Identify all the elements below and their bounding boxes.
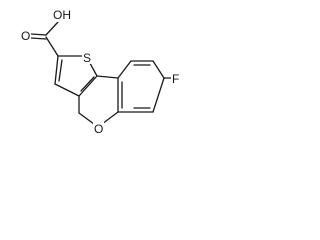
bond-c2-c3 bbox=[54, 55, 59, 85]
hydroxyl-label: OH bbox=[53, 8, 71, 22]
thiophene-ring bbox=[54, 55, 98, 97]
bond-c-o-double-1 bbox=[30, 33, 47, 36]
pyran-ring bbox=[78, 75, 119, 128]
bond-c9a-c9 bbox=[117, 60, 132, 79]
sulfur-label: S bbox=[83, 51, 91, 65]
bond-c8-c7 bbox=[152, 60, 165, 79]
bond-c-o-double-2 bbox=[30, 37, 47, 40]
bond-c3a-c9b bbox=[78, 75, 98, 97]
bond-c2-c3-inner bbox=[58, 59, 63, 82]
carboxylic-acid-group bbox=[30, 21, 59, 57]
carbonyl-oxygen-label: O bbox=[21, 29, 30, 43]
ring-oxygen-label: O bbox=[94, 122, 103, 136]
chemical-structure-diagram: OH O S O F bbox=[20, 7, 181, 136]
bond-c3-c3a bbox=[54, 83, 80, 97]
bond-c9b-c9a bbox=[96, 75, 119, 79]
fluorine-label: F bbox=[172, 72, 179, 86]
bond-c3a-c9b-inner bbox=[80, 76, 95, 92]
benzene-ring bbox=[117, 60, 165, 113]
bond-c7-c6 bbox=[152, 77, 165, 113]
bond-c-oh bbox=[45, 21, 59, 36]
bond-c-c2 bbox=[45, 36, 59, 57]
